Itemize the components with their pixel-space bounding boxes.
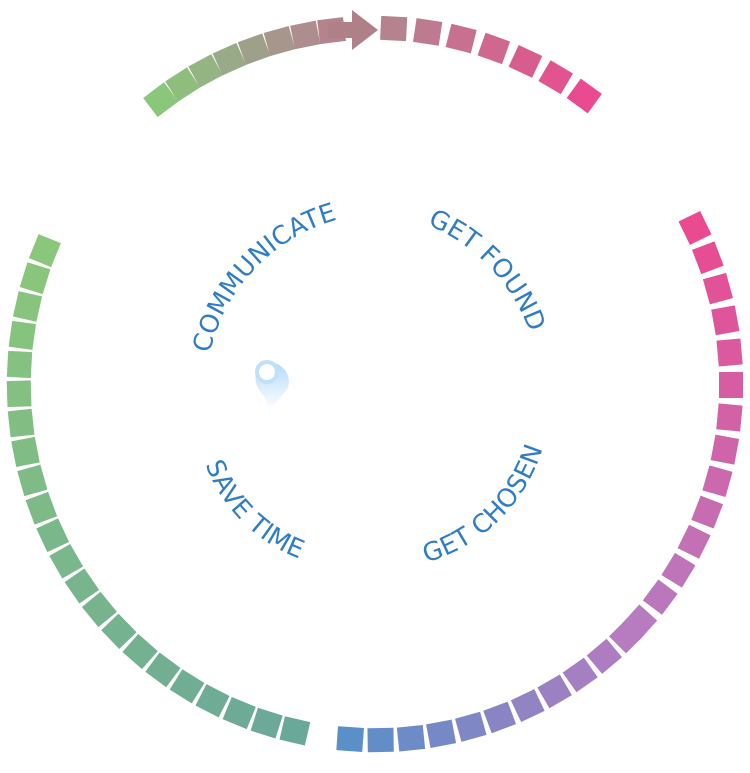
ring-segment bbox=[19, 262, 51, 295]
top-arrow-icon bbox=[328, 10, 378, 50]
ring-segment bbox=[12, 291, 43, 322]
ring-segment bbox=[212, 42, 247, 76]
ring-segment bbox=[250, 707, 283, 739]
ring-segment bbox=[477, 32, 511, 65]
ring-segment bbox=[677, 524, 711, 559]
ring-segment bbox=[538, 60, 573, 95]
label-communicate: COMMUNICATE bbox=[187, 198, 339, 356]
ring-segment bbox=[279, 716, 311, 746]
ring-segment bbox=[11, 436, 40, 467]
ring-segment bbox=[445, 23, 477, 54]
ring-segment bbox=[36, 518, 70, 553]
ring-segment bbox=[367, 727, 394, 753]
ring-segment bbox=[396, 724, 426, 752]
ring-segment bbox=[710, 434, 740, 465]
ring-segment bbox=[25, 491, 58, 525]
ring-segment bbox=[237, 33, 271, 65]
ring-segment bbox=[609, 618, 645, 654]
ring-segment bbox=[586, 638, 623, 674]
ring-segment bbox=[716, 403, 743, 432]
ring-segment bbox=[28, 234, 61, 268]
ring-segment bbox=[716, 338, 743, 367]
ring-segment bbox=[692, 241, 724, 275]
ring-segment bbox=[711, 305, 740, 336]
ring-segment bbox=[483, 701, 517, 734]
ring-segment bbox=[122, 633, 158, 670]
label-get-chosen-text: GET CHOSEN bbox=[419, 440, 550, 569]
label-get-found: GET FOUND bbox=[424, 204, 551, 336]
ring-segment bbox=[101, 613, 137, 649]
ring-segment bbox=[290, 20, 321, 50]
label-get-found-text: GET FOUND bbox=[424, 204, 551, 336]
ring-segment bbox=[165, 67, 200, 102]
ring-segment bbox=[169, 669, 205, 704]
label-communicate-text: COMMUNICATE bbox=[187, 198, 339, 356]
ring-segment bbox=[64, 568, 100, 604]
ring-segment bbox=[678, 211, 712, 245]
label-get-chosen: GET CHOSEN bbox=[419, 440, 550, 569]
ring-segment bbox=[263, 25, 296, 57]
ring-segment bbox=[188, 54, 223, 88]
ring-segment bbox=[566, 78, 602, 114]
ring-segment bbox=[81, 591, 117, 628]
ring-segment bbox=[336, 726, 364, 752]
ring-segment bbox=[222, 696, 256, 730]
ring-segment bbox=[49, 543, 84, 579]
ring-segment bbox=[426, 719, 457, 748]
ring-segment bbox=[145, 652, 181, 688]
ring-segment bbox=[6, 350, 33, 379]
ring-segment bbox=[6, 380, 32, 408]
ring-segment bbox=[702, 272, 734, 305]
ring-segment bbox=[413, 18, 443, 46]
ring-segment bbox=[691, 495, 724, 529]
ring-segment bbox=[195, 684, 230, 718]
ring-segment bbox=[661, 552, 696, 588]
label-save-time: SAVE TIME bbox=[199, 455, 309, 565]
ring-segment bbox=[510, 689, 545, 723]
ring-segment bbox=[642, 579, 678, 615]
ring-segment bbox=[380, 15, 408, 42]
location-pin-icon bbox=[255, 360, 289, 410]
ring-segment bbox=[455, 711, 487, 742]
ring-segment bbox=[537, 674, 572, 709]
ring-segment bbox=[143, 82, 179, 118]
ring-segment bbox=[702, 465, 733, 497]
ring-segments bbox=[6, 15, 744, 753]
ring-segment bbox=[17, 464, 48, 497]
ring-segment bbox=[508, 45, 543, 78]
ring-segment bbox=[562, 657, 598, 693]
ring-segment bbox=[718, 371, 744, 399]
ring-segment bbox=[7, 408, 35, 438]
label-save-time-text: SAVE TIME bbox=[199, 455, 309, 565]
ring-segment bbox=[8, 320, 36, 350]
